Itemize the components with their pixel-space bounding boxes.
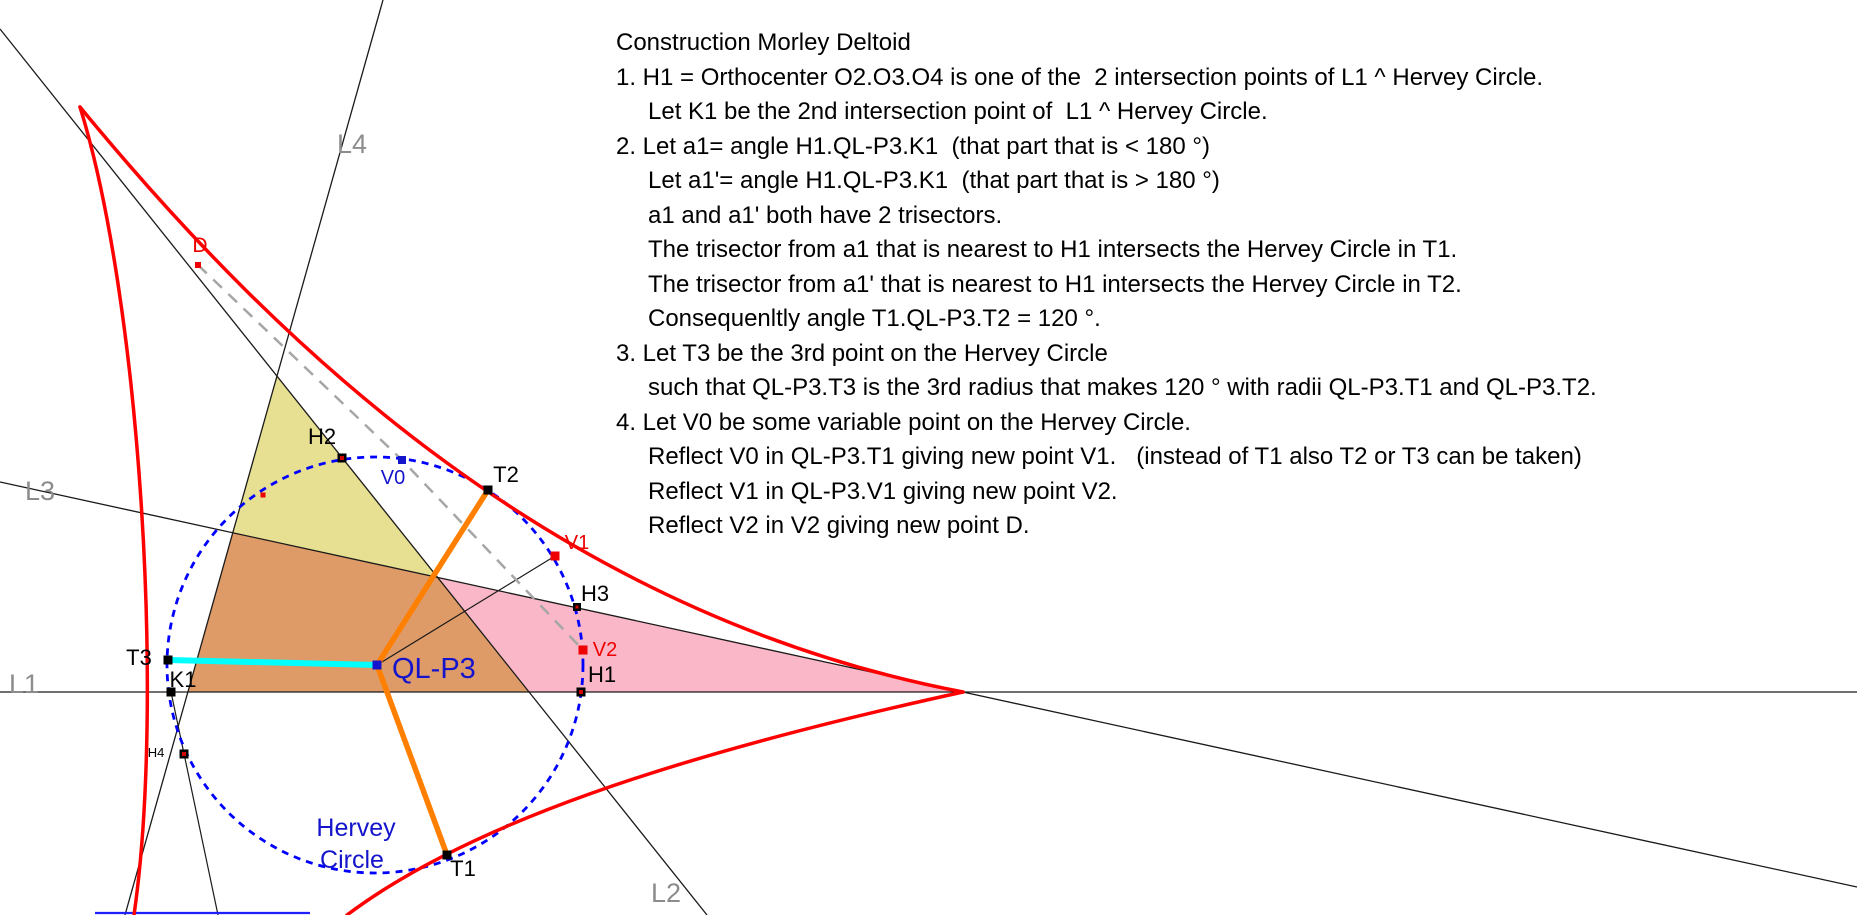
hervey-circle: [165, 455, 585, 875]
label-H1: H1: [588, 662, 616, 687]
construction-step-line: The trisector from a1' that is nearest t…: [648, 270, 1462, 298]
construction-step-line: Reflect V1 in QL-P3.V1 giving new point …: [648, 477, 1118, 505]
trisector-QLP3-T3: [167, 657, 378, 668]
construction-step-line: 3. Let T3 be the 3rd point on the Hervey…: [616, 339, 1108, 367]
construction-notes: Construction Morley Deltoid 1. H1 = Ortho…: [616, 26, 1851, 544]
construction-step-line: Let a1'= angle H1.QL-P3.K1 (that part th…: [648, 167, 1220, 194]
construction-step-line: 1. H1 = Orthocenter O2.O3.O4 is one of t…: [616, 63, 1544, 91]
label-H2: H2: [308, 424, 336, 449]
triangle-L2L3L4-yellow: [233, 376, 438, 578]
label-V0: V0: [381, 467, 405, 489]
label-QL-P3: QL-P3: [392, 653, 476, 685]
label-L4: L4: [337, 129, 367, 159]
point-V1[interactable]: [550, 551, 560, 561]
point-on-circle-unlabeled[interactable]: [260, 492, 266, 498]
construction-step-line: The trisector from a1 that is nearest to…: [648, 236, 1458, 263]
point-H2-core: [340, 456, 344, 460]
point-H4-core: [182, 752, 186, 756]
construction-step-line: Reflect V2 in V2 giving new point D.: [648, 512, 1030, 539]
label-T3: T3: [126, 645, 152, 670]
construction-step-line: Reflect V0 in QL-P3.T1 giving new point …: [648, 443, 1582, 470]
construction-step-line: Let K1 be the 2nd intersection point of …: [648, 98, 1268, 125]
label-circle: Circle: [320, 846, 384, 874]
construction-step-line: such that QL-P3.T3 is the 3rd radius tha…: [648, 374, 1597, 401]
trisector-QLP3-T1: [374, 664, 450, 856]
point-T3[interactable]: [163, 655, 173, 665]
label-L3: L3: [25, 476, 55, 506]
label-H4: H4: [148, 745, 165, 760]
label-T2: T2: [493, 462, 519, 487]
deltoid-arc-left: [78, 105, 150, 915]
ray-QLP3-V1: [376, 555, 556, 666]
label-K1: K1: [170, 667, 197, 692]
label-L1: L1: [9, 669, 39, 699]
point-H1-core: [579, 690, 583, 694]
deltoid-arc-top: [78, 105, 965, 694]
construction-step-line: 4. Let V0 be some variable point on the …: [616, 408, 1191, 436]
construction-step-line: 2. Let a1= angle H1.QL-P3.K1 (that part …: [616, 132, 1210, 160]
line-L4: [124, 0, 384, 915]
point-T1[interactable]: [442, 850, 452, 860]
label-H3: H3: [581, 581, 609, 606]
label-V1: V1: [565, 532, 589, 554]
point-T2[interactable]: [483, 485, 493, 495]
deltoid-arc-bottom: [345, 690, 965, 915]
line-through-K1-H4: [170, 691, 219, 915]
point-V0[interactable]: [398, 456, 406, 464]
label-L2: L2: [651, 878, 681, 908]
construction-title: Construction Morley Deltoid: [616, 29, 911, 56]
label-D: D: [192, 234, 207, 257]
construction-step-line: Consequenltly angle T1.QL-P3.T2 = 120 °.: [648, 305, 1101, 332]
point-H3-core: [575, 605, 579, 609]
point-QL-P3[interactable]: [372, 660, 382, 670]
trisector-QLP3-T2: [374, 488, 491, 667]
central-quadrilateral-orange: [188, 533, 529, 692]
construction-step-line: a1 and a1' both have 2 trisectors.: [648, 201, 1003, 229]
point-V2[interactable]: [578, 645, 588, 655]
label-T1: T1: [450, 856, 476, 881]
label-hervey: Hervey: [316, 814, 396, 842]
point-D[interactable]: [195, 262, 201, 268]
line-L2: [0, 28, 708, 915]
point-K1[interactable]: [166, 687, 176, 697]
label-V2: V2: [593, 639, 617, 661]
